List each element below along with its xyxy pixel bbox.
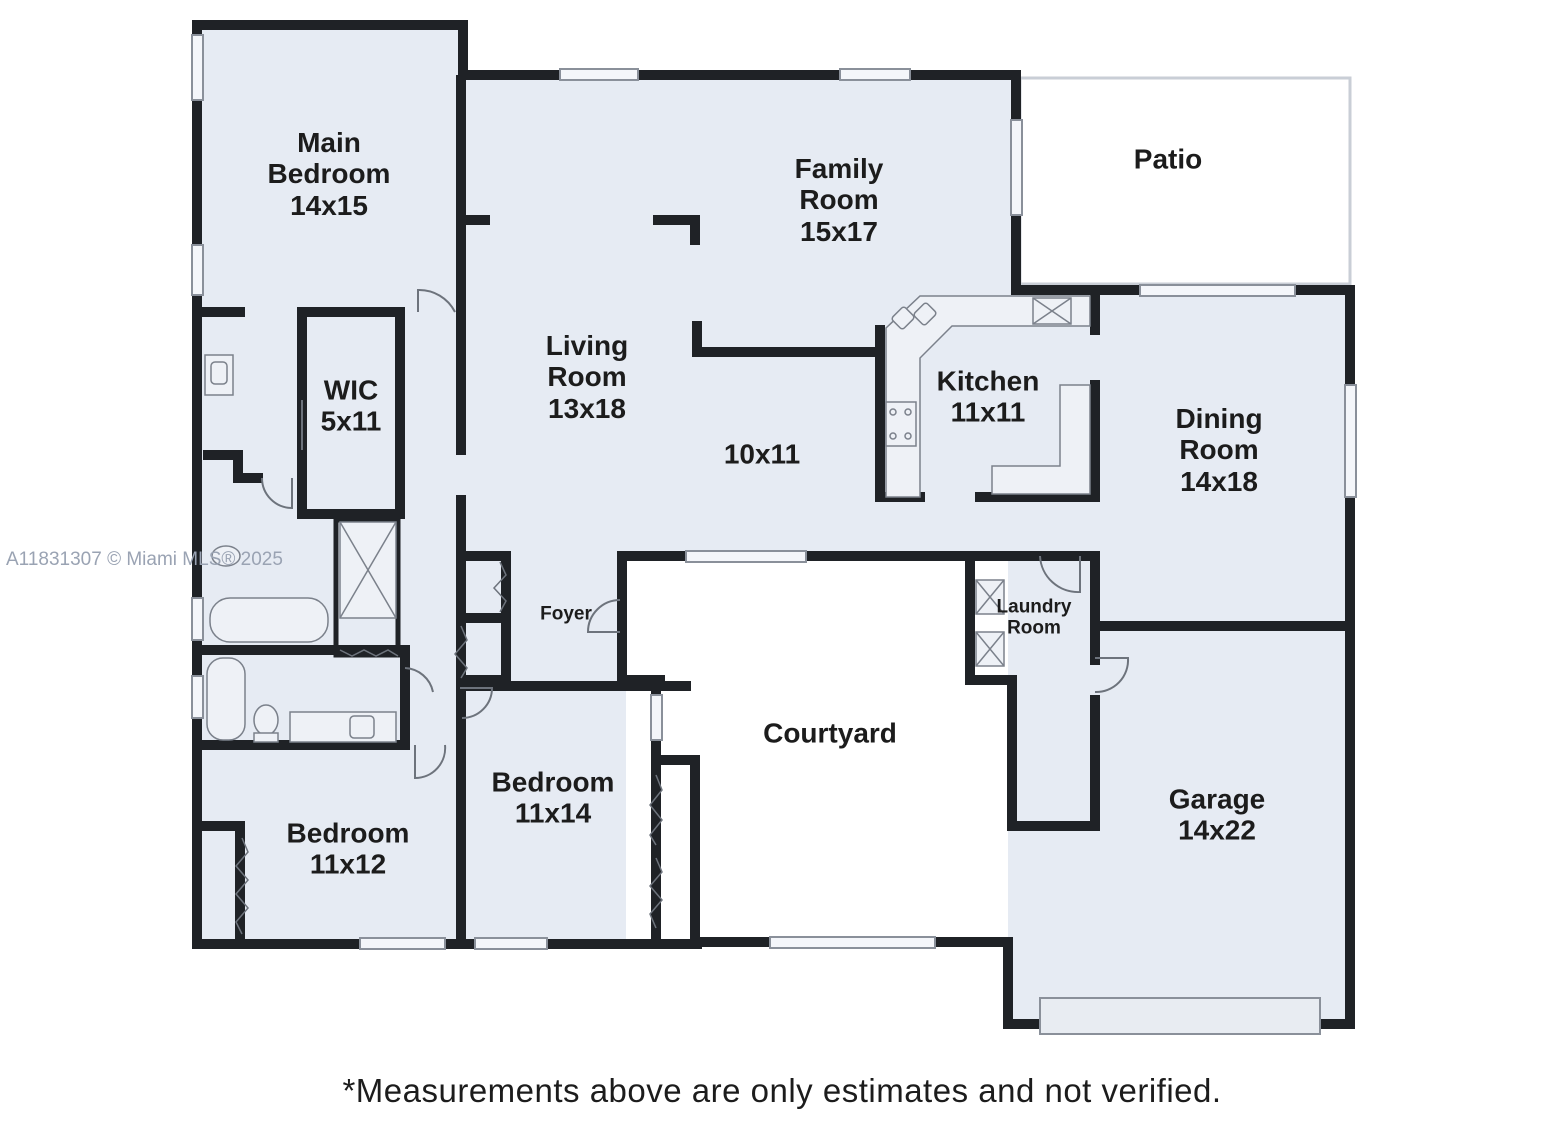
room-name: Foyer (540, 603, 592, 625)
room-dimensions: 10x11 (723, 438, 801, 470)
bathtub (209, 597, 329, 643)
room-label-garage: Garage 14x22 (1169, 784, 1266, 847)
room-label-patio: Patio (1134, 143, 1202, 174)
walls (192, 20, 1355, 1029)
room-name: Living (545, 329, 629, 361)
room-dimensions: 13x18 (548, 392, 626, 424)
room-dimensions: 15x17 (800, 215, 878, 247)
room-dimensions: 14x22 (1178, 815, 1256, 846)
room-dimensions: 14x15 (290, 189, 368, 221)
room-name: Patio (1133, 143, 1203, 175)
room-label-bedroom-11x14: Bedroom 11x14 (492, 767, 615, 830)
room-dimensions: 11x12 (309, 849, 387, 880)
room-name: WIC (323, 374, 379, 406)
windows (191, 34, 1357, 1035)
floor-fill (197, 25, 1350, 1024)
room-name: Main (297, 126, 361, 158)
fixtures (204, 295, 1091, 743)
room-label-bedroom-11x12: Bedroom 11x12 (287, 818, 410, 881)
room-name: Kitchen (936, 365, 1040, 397)
room-name: Garage (1168, 783, 1266, 815)
room-name: Bedroom (286, 817, 410, 849)
room-name: Family (794, 152, 884, 184)
room-label-foyer: Foyer (540, 603, 592, 624)
room-dimensions: 11x11 (950, 397, 1026, 428)
room-name: Room (1179, 434, 1259, 466)
room-name: Room (799, 184, 879, 216)
measurement-disclaimer: *Measurements above are only estimates a… (342, 1072, 1222, 1109)
bathtub-2 (206, 657, 246, 741)
room-dimensions: 14x18 (1180, 465, 1258, 497)
room-label-laundry-room: Laundry Room (997, 597, 1072, 640)
room-label-wic: WIC 5x11 (321, 375, 382, 438)
room-name: Dining (1175, 402, 1263, 434)
mls-watermark: A11831307 © Miami MLS® 2025 (6, 549, 283, 570)
room-name: Laundry (996, 596, 1072, 618)
room-label-main-bedroom: Main Bedroom 14x15 (268, 127, 391, 221)
room-label-unnamed-area: 10x11 (724, 438, 800, 469)
room-dimensions: 11x14 (514, 798, 592, 829)
closet-doors (235, 561, 663, 935)
room-name: Room (547, 361, 627, 393)
room-label-courtyard: Courtyard (763, 717, 897, 748)
toilet-2 (211, 545, 241, 567)
room-label-family-room: Family Room 15x17 (795, 153, 884, 247)
room-dimensions: 5x11 (320, 406, 382, 437)
room-label-kitchen: Kitchen 11x11 (937, 366, 1040, 429)
room-label-dining-room: Dining Room 14x18 (1175, 403, 1262, 497)
room-name: Courtyard (763, 717, 897, 749)
room-name: Room (1007, 618, 1061, 639)
room-label-living-room: Living Room 13x18 (546, 330, 628, 424)
courtyard-area (626, 558, 1008, 944)
room-name: Bedroom (267, 158, 391, 190)
doors (261, 288, 1130, 780)
patio-area (1018, 76, 1352, 286)
toilet (253, 704, 279, 736)
room-name: Bedroom (491, 766, 615, 798)
